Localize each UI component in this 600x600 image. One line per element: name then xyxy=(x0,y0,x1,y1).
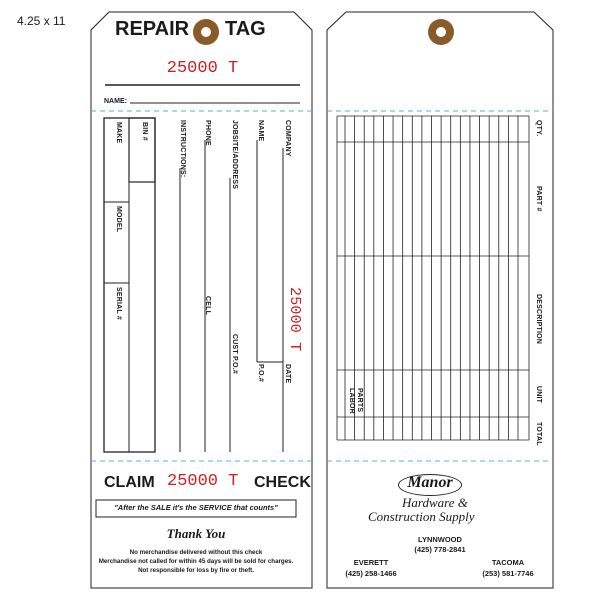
po-label: P.O.# xyxy=(257,364,264,382)
fine-print: No merchandise delivered without this ch… xyxy=(93,548,299,575)
tacoma-store: TACOMA (253) 581-7746 xyxy=(472,557,544,579)
thank-you: Thank You xyxy=(166,526,226,541)
parts-table-rows xyxy=(344,116,519,440)
tag-title: TAG xyxy=(225,18,266,40)
check-label: CHECK xyxy=(254,474,311,491)
lynnwood-phone: (425) 778-2841 xyxy=(414,545,466,554)
description-header: DESCRIPTION xyxy=(535,294,542,345)
fine-print-line: Not responsible for loss by fire or thef… xyxy=(138,567,254,574)
logo-line-2: Construction Supply xyxy=(368,509,475,524)
total-header: TOTAL xyxy=(535,422,542,446)
parts-table-grid xyxy=(336,115,530,441)
tacoma-city: TACOMA xyxy=(491,558,525,567)
cust-po-label: CUST P.O.# xyxy=(231,334,238,374)
vertical-ticket-number: 25000 T xyxy=(286,287,303,352)
fine-print-line: No merchandise delivered without this ch… xyxy=(129,549,263,556)
labor-label: LABOR xyxy=(348,388,355,414)
lynnwood-store: LYNNWOOD (425) 778-2841 xyxy=(380,535,500,555)
qty-header: QTY. xyxy=(535,120,542,137)
lynnwood-city: LYNNWOOD xyxy=(418,535,462,544)
logo-oval xyxy=(398,474,462,496)
serial-label: SERIAL # xyxy=(115,287,122,320)
date-label: DATE xyxy=(284,364,291,384)
repair-title: REPAIR xyxy=(115,18,190,40)
ticket-number: 25000 T xyxy=(166,59,239,78)
part-header: PART # xyxy=(535,186,542,212)
company-label: COMPANY xyxy=(284,120,291,157)
service-slogan: "After the SALE it's the SERVICE that co… xyxy=(114,503,278,512)
logo-line-1: Hardware & xyxy=(402,495,468,510)
parts-label: PARTS xyxy=(356,388,363,413)
bin-label: BIN # xyxy=(141,122,148,141)
jobsite-label: JOBSITE/ADDRESS xyxy=(231,120,238,190)
logo-manor: Manor xyxy=(407,474,453,491)
name-label: NAME: xyxy=(104,98,127,105)
claim-ticket-number: 25000 T xyxy=(167,472,239,491)
cell-label: CELL xyxy=(204,296,211,316)
everett-city: EVERETT xyxy=(353,558,389,567)
make-label: MAKE xyxy=(115,122,122,144)
everett-store: EVERETT (425) 258-1466 xyxy=(336,557,406,579)
name-col-label: NAME xyxy=(257,120,264,142)
fine-print-line: Merchandise not called for within 45 day… xyxy=(98,558,294,565)
unit-header: UNIT xyxy=(535,386,542,404)
tag-size-label: 4.25 x 11 xyxy=(17,14,66,28)
instructions-label: INSTRUCTIONS: xyxy=(179,120,186,178)
phone-label: PHONE xyxy=(204,120,211,146)
claim-label: CLAIM xyxy=(104,474,155,491)
model-label: MODEL xyxy=(115,206,122,233)
tacoma-phone: (253) 581-7746 xyxy=(482,569,534,578)
everett-phone: (425) 258-1466 xyxy=(345,569,397,578)
